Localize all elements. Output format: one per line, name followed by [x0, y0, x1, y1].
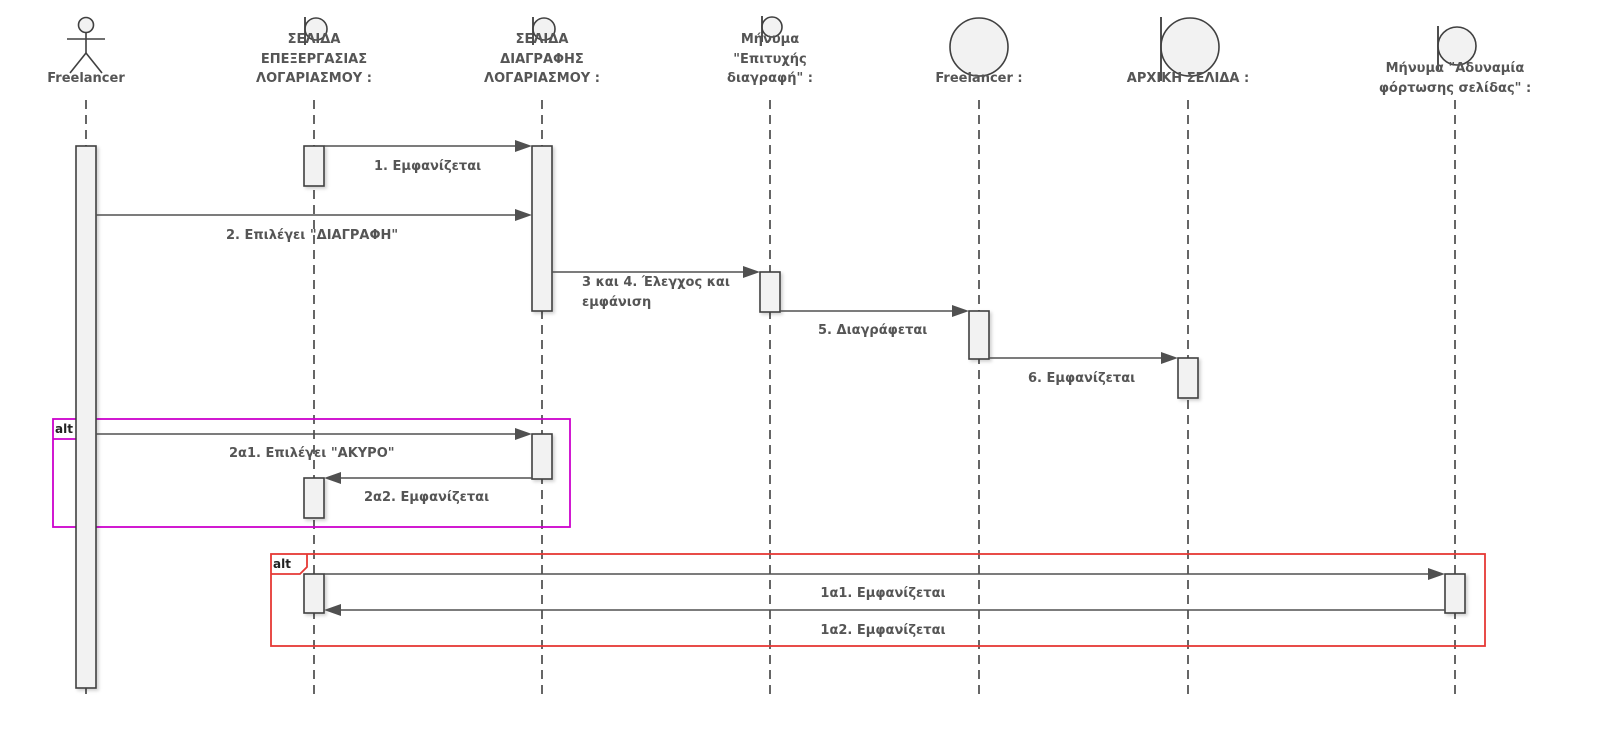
arrowhead-icon [515, 209, 532, 221]
arrowhead-icon [515, 428, 532, 440]
alt-fragment: alt [270, 553, 1486, 647]
activation-bar-p1 [75, 145, 97, 689]
activation-bar-p3 [531, 145, 553, 312]
participant-p1: Freelancer [47, 16, 125, 86]
arrowhead-icon [324, 604, 341, 616]
boundary-icon [761, 16, 783, 42]
activation-bar-p5 [968, 310, 990, 360]
message-label: 1. Εμφανίζεται [374, 159, 481, 174]
message-m5: 6. Εμφανίζεται [989, 352, 1178, 386]
message-m2: 2. Επιλέγει "ΔΙΑΓΡΑΦΗ" [96, 209, 532, 243]
message-label: εμφάνιση [582, 295, 651, 310]
arrowhead-icon [1161, 352, 1178, 364]
arrowhead-icon [743, 266, 760, 278]
message-label: 3 και 4. Έλεγχος και [582, 275, 730, 290]
message-label: 6. Εμφανίζεται [1028, 371, 1135, 386]
activation-bar-p2 [303, 573, 325, 614]
message-label: 5. Διαγράφεται [818, 323, 927, 338]
actor-icon [67, 16, 105, 74]
participant-p6: ΑΡΧΙΚΗ ΣΕΛΙΔΑ : [1127, 17, 1249, 86]
message-m8: 1α1. Εμφανίζεται [324, 568, 1445, 601]
participant-label: Μήνυμα "Αδυναμία [1386, 61, 1525, 76]
arrowhead-icon [952, 305, 969, 317]
participant-p7: Μήνυμα "Αδυναμία φόρτωσης σελίδας" : [1379, 26, 1531, 96]
participant-label: ΣΕΛΙΔΑ [288, 32, 341, 47]
participant-label: "Επιτυχής [733, 52, 806, 67]
fragment-tab [271, 554, 308, 575]
activation-bar-p7 [1444, 573, 1466, 614]
message-m3: 3 και 4. Έλεγχος και εμφάνιση [552, 266, 760, 310]
boundary-icon [532, 17, 556, 45]
message-label: 2. Επιλέγει "ΔΙΑΓΡΑΦΗ" [226, 228, 398, 243]
arrowhead-icon [1428, 568, 1445, 580]
participant-label: Μήνυμα [741, 32, 799, 47]
participant-label: ΔΙΑΓΡΑΦΗΣ [500, 52, 584, 67]
participant-p5: Freelancer : [935, 17, 1023, 86]
message-m7: 2α2. Εμφανίζεται [324, 472, 532, 505]
message-label: 1α2. Εμφανίζεται [820, 623, 945, 638]
message-label: 2α2. Εμφανίζεται [364, 490, 489, 505]
activation-bar-p2 [303, 477, 325, 519]
participant-label: ΕΠΕΞΕΡΓΑΣΙΑΣ [261, 52, 367, 67]
message-m4: 5. Διαγράφεται [780, 305, 969, 338]
message-label: 1α1. Εμφανίζεται [820, 586, 945, 601]
activation-bar-p2 [303, 145, 325, 187]
message-label: 2α1. Επιλέγει "ΑΚΥΡΟ" [229, 446, 395, 461]
participant-p2: ΣΕΛΙΔΑ ΕΠΕΞΕΡΓΑΣΙΑΣ ΛΟΓΑΡΙΑΣΜΟΥ : [256, 17, 372, 86]
participant-label: ΑΡΧΙΚΗ ΣΕΛΙΔΑ : [1127, 71, 1249, 86]
participant-p3: ΣΕΛΙΔΑ ΔΙΑΓΡΑΦΗΣ ΛΟΓΑΡΙΑΣΜΟΥ : [484, 17, 600, 86]
fragment-border [52, 418, 571, 528]
activation-bar-p6 [1177, 357, 1199, 399]
arrowhead-icon [324, 472, 341, 484]
activation-bar-p4 [759, 271, 781, 313]
message-m1: 1. Εμφανίζεται [324, 140, 532, 174]
participant-label: ΣΕΛΙΔΑ [516, 32, 569, 47]
participant-label: διαγραφή" : [727, 71, 813, 86]
participant-label: φόρτωσης σελίδας" : [1379, 81, 1531, 96]
boundary-icon [1437, 26, 1477, 70]
participant-label: ΛΟΓΑΡΙΑΣΜΟΥ : [256, 71, 372, 86]
message-m6: 2α1. Επιλέγει "ΑΚΥΡΟ" [96, 428, 532, 461]
fragment-border [270, 553, 1486, 647]
activation-bar-p3 [531, 433, 553, 480]
message-m9: 1α2. Εμφανίζεται [324, 604, 1445, 638]
participant-label: ΛΟΓΑΡΙΑΣΜΟΥ : [484, 71, 600, 86]
fragment-label: alt [273, 557, 291, 571]
boundary-icon [1160, 17, 1220, 81]
fragment-label: alt [55, 422, 73, 436]
boundary-icon [304, 17, 328, 45]
arrowhead-icon [515, 140, 532, 152]
entity-icon [949, 17, 1009, 77]
participant-label: Freelancer [47, 71, 125, 86]
participant-label: Freelancer : [935, 71, 1022, 86]
participant-p4: Μήνυμα "Επιτυχής διαγραφή" : [727, 16, 813, 86]
